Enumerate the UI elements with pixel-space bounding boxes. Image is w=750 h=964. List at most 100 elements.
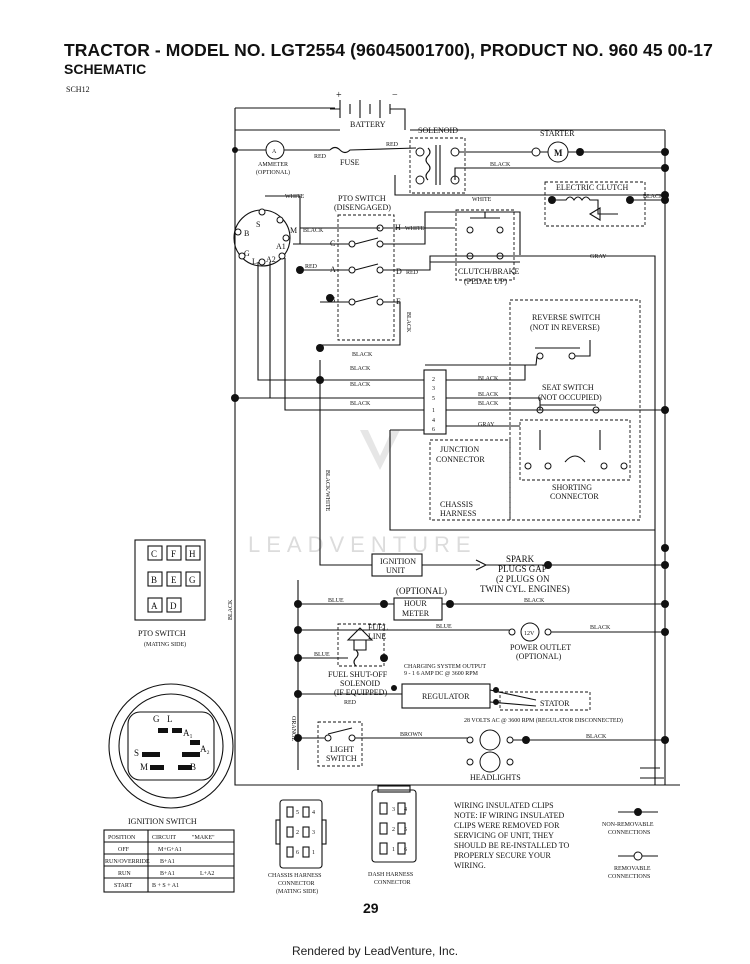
schematic-code: SCH12 [66, 85, 90, 94]
svg-text:28 VOLTS AC @ 3600 RPM (REGULA: 28 VOLTS AC @ 3600 RPM (REGULATOR DISCON… [464, 717, 623, 724]
svg-text:S: S [256, 220, 260, 229]
svg-text:B+A1: B+A1 [160, 871, 175, 877]
svg-text:BLACK: BLACK [478, 401, 499, 407]
svg-text:BLACK: BLACK [524, 598, 545, 604]
svg-text:BLUE: BLUE [328, 598, 344, 604]
svg-text:RUN: RUN [118, 871, 131, 877]
svg-text:A₂: A₂ [200, 744, 210, 754]
svg-text:REMOVABLE: REMOVABLE [614, 866, 651, 872]
svg-text:PTO SWITCH: PTO SWITCH [138, 629, 186, 638]
svg-text:L+A2: L+A2 [200, 871, 214, 877]
svg-text:BLACK: BLACK [478, 376, 499, 382]
svg-text:6: 6 [432, 427, 435, 433]
svg-text:BLACK: BLACK [590, 625, 611, 631]
svg-text:(2 PLUGS ON: (2 PLUGS ON [496, 574, 550, 584]
svg-text:(DISENGAGED): (DISENGAGED) [334, 203, 391, 212]
svg-text:1: 1 [312, 850, 315, 856]
svg-text:RED: RED [386, 142, 399, 148]
svg-text:CIRCUIT: CIRCUIT [152, 835, 176, 841]
svg-text:B + S + A1: B + S + A1 [152, 883, 179, 889]
svg-text:B: B [244, 229, 249, 238]
svg-text:SOLENOID: SOLENOID [340, 679, 380, 688]
svg-text:(NOT IN REVERSE): (NOT IN REVERSE) [530, 323, 600, 332]
svg-text:S: S [134, 748, 139, 758]
svg-text:START: START [114, 883, 132, 889]
svg-text:F: F [171, 549, 176, 559]
clutch-brake-switch: CLUTCH/BRAKE (PEDAL UP) [455, 209, 519, 286]
svg-text:LIGHT: LIGHT [330, 745, 354, 754]
svg-text:CONNECTOR: CONNECTOR [550, 492, 599, 501]
ground-symbol [640, 767, 680, 786]
wiring-clips-note: WIRING INSULATED CLIPS NOTE: IF WIRING I… [454, 801, 570, 870]
svg-text:H: H [189, 549, 196, 559]
svg-text:BROWN: BROWN [400, 732, 423, 738]
svg-text:(NOT OCCUPIED): (NOT OCCUPIED) [538, 393, 602, 402]
svg-text:JUNCTION: JUNCTION [440, 445, 479, 454]
ignition-switch-drawing: G L A₁ S A₂ M B IGNITION SWITCH [108, 683, 234, 826]
light-switch: LIGHT SWITCH BROWN ORANGE [290, 716, 470, 767]
svg-text:D: D [170, 601, 177, 611]
svg-text:G: G [189, 575, 196, 585]
svg-text:CONNECTIONS: CONNECTIONS [608, 830, 650, 836]
svg-text:HEADLIGHTS: HEADLIGHTS [470, 773, 521, 782]
svg-text:STATOR: STATOR [540, 699, 570, 708]
svg-text:4: 4 [312, 810, 315, 816]
page-subtitle: SCHEMATIC [64, 61, 147, 77]
shorting-connector: SHORTING CONNECTOR [519, 419, 631, 501]
junction-connector: 2 3 5 1 4 6 JUNCTION CONNECTOR CHASSIS H… [423, 369, 511, 521]
svg-text:SPARK: SPARK [506, 554, 535, 564]
svg-text:SHORTING: SHORTING [552, 483, 592, 492]
svg-text:(OPTIONAL): (OPTIONAL) [256, 169, 290, 176]
svg-text:PROPERLY SECURE YOUR: PROPERLY SECURE YOUR [454, 851, 552, 860]
svg-text:BLACK: BLACK [228, 599, 234, 620]
svg-text:B: B [190, 762, 196, 772]
svg-text:PLUGS GAP: PLUGS GAP [498, 564, 547, 574]
svg-text:BLUE: BLUE [314, 652, 330, 658]
svg-text:BLACK: BLACK [352, 352, 373, 358]
fuse-label: FUSE [340, 158, 360, 167]
svg-text:A: A [151, 601, 158, 611]
svg-text:IGNITION SWITCH: IGNITION SWITCH [128, 817, 197, 826]
svg-text:A₁: A₁ [183, 728, 193, 738]
svg-text:GRAY: GRAY [590, 254, 607, 260]
svg-text:1: 1 [432, 408, 435, 414]
ignition-unit: IGNITION UNIT SPARK PLUGS GAP (2 PLUGS O… [371, 544, 669, 594]
svg-text:RED: RED [314, 154, 327, 160]
svg-text:CONNECTOR: CONNECTOR [374, 880, 411, 886]
svg-text:BLACK: BLACK [303, 228, 324, 234]
page-number: 29 [363, 900, 379, 916]
svg-text:ELECTRIC CLUTCH: ELECTRIC CLUTCH [556, 183, 628, 192]
svg-text:(PEDAL UP): (PEDAL UP) [464, 277, 507, 286]
svg-text:M: M [290, 226, 297, 235]
solenoid: SOLENOID [409, 126, 466, 194]
svg-text:BLACK: BLACK [478, 392, 499, 398]
battery: + − BATTERY [330, 90, 406, 130]
svg-text:CONNECTIONS: CONNECTIONS [608, 874, 650, 880]
dash-harness-connector: 3 4 2 5 1 6 DASH HARNESS CONNECTOR [368, 785, 417, 886]
svg-text:A: A [272, 149, 277, 155]
svg-text:L: L [252, 257, 257, 266]
starter: STARTER M [459, 129, 665, 163]
svg-text:SHOULD BE RE-INSTALLED TO: SHOULD BE RE-INSTALLED TO [454, 841, 570, 850]
svg-text:M: M [554, 148, 563, 158]
svg-text:REVERSE SWITCH: REVERSE SWITCH [532, 313, 600, 322]
battery-plus: + [336, 90, 342, 101]
svg-text:D: D [396, 267, 402, 276]
svg-text:2: 2 [296, 830, 299, 836]
wire-frame [234, 107, 666, 786]
ammeter-label: AMMETER [258, 162, 288, 168]
svg-text:BLACK: BLACK [490, 162, 511, 168]
svg-text:CHASSIS: CHASSIS [440, 500, 473, 509]
svg-text:WIRING INSULATED CLIPS: WIRING INSULATED CLIPS [454, 801, 554, 810]
svg-text:LINE: LINE [368, 632, 386, 641]
svg-text:WIRING.: WIRING. [454, 861, 486, 870]
svg-text:SEAT SWITCH: SEAT SWITCH [542, 383, 594, 392]
svg-text:B+A1: B+A1 [160, 859, 175, 865]
svg-text:M: M [140, 762, 148, 772]
watermark-logo [360, 430, 400, 470]
svg-text:B: B [151, 575, 157, 585]
svg-text:METER: METER [402, 609, 430, 618]
svg-text:WHITE: WHITE [285, 194, 305, 200]
svg-text:PTO SWITCH: PTO SWITCH [338, 194, 386, 203]
svg-text:RUN/OVERRIDE: RUN/OVERRIDE [105, 859, 150, 865]
